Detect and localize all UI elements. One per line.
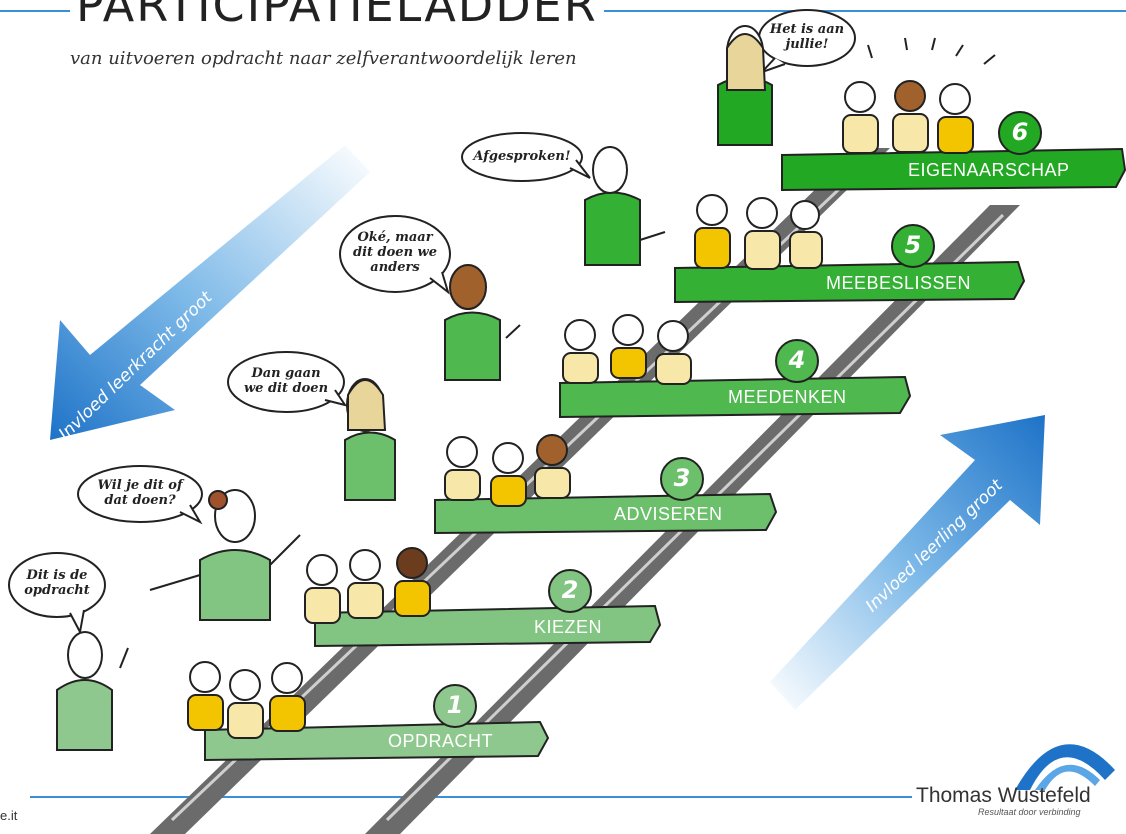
step-5-number-circle — [891, 224, 935, 268]
students-step-4 — [562, 314, 692, 385]
teacher-figure-1 — [56, 631, 129, 751]
brand-tagline: Resultaat door verbinding — [978, 807, 1081, 817]
step-2-number: 2 — [561, 576, 579, 604]
brand-logo-icon — [1015, 744, 1115, 790]
students-step-1 — [187, 661, 306, 739]
students-step-2 — [304, 547, 431, 624]
speech-bubble-4-line-2: dit doen we — [352, 245, 438, 260]
speech-bubble-1-line-2: opdracht — [24, 583, 90, 598]
step-3-ribbon — [434, 492, 778, 535]
step-5-label: MEEBESLISSEN — [826, 273, 972, 293]
corner-watermark: e.it — [0, 808, 18, 823]
teacher-figure-2 — [149, 489, 301, 621]
step-3-number: 3 — [673, 464, 691, 492]
teacher-arrow-shape — [50, 145, 370, 440]
students-step-5 — [694, 194, 823, 270]
speech-bubble-2 — [77, 465, 203, 525]
ladder-step-3 — [434, 457, 778, 535]
step-6-number-circle — [998, 111, 1042, 155]
students-step-6 — [842, 80, 974, 154]
step-1-number-circle — [433, 684, 477, 728]
excitement-lines — [867, 37, 996, 65]
speech-bubble-5-text: Afgesproken! — [466, 149, 578, 164]
step-2-number-circle — [548, 569, 592, 613]
teacher-figure-5 — [584, 146, 666, 266]
speech-bubble-5-line-1: Afgesproken! — [473, 149, 571, 164]
student-influence-arrow — [770, 415, 1045, 710]
ladder-step-6 — [781, 111, 1126, 192]
speech-bubble-4-text: Oké, maar dit doen we anders — [344, 230, 446, 275]
students-step-3 — [444, 434, 571, 507]
step-1-number: 1 — [446, 691, 464, 719]
speech-bubble-4-line-3: anders — [370, 260, 420, 275]
speech-bubble-6-line-2: jullie! — [785, 37, 829, 52]
speech-bubble-4-line-1: Oké, maar — [357, 230, 433, 245]
teacher-figure-3 — [344, 378, 396, 501]
step-3-number-circle — [660, 457, 704, 501]
teacher-figure-6 — [717, 25, 773, 146]
step-4-number-circle — [775, 339, 819, 383]
step-6-number: 6 — [1011, 118, 1029, 146]
step-6-ribbon — [781, 147, 1126, 192]
step-5-number: 5 — [904, 231, 922, 259]
speech-bubble-2-line-2: dat doen? — [104, 493, 176, 508]
teacher-influence-arrow — [50, 145, 370, 440]
speech-bubble-1-line-1: Dit is de — [26, 568, 88, 583]
step-4-ribbon — [559, 375, 912, 419]
step-2-label: KIEZEN — [534, 617, 603, 637]
brand-name: Thomas Wustefeld — [916, 784, 1091, 807]
speech-bubble-5 — [461, 132, 591, 182]
speech-bubble-1-text: Dit is de opdracht — [12, 568, 102, 598]
diagram-title: PARTICIPATIELADDER — [70, 0, 604, 32]
speech-bubble-4 — [339, 215, 451, 295]
diagram-subtitle: van uitvoeren opdracht naar zelfverantwo… — [70, 48, 577, 69]
step-6-label: EIGENAARSCHAP — [908, 160, 1070, 180]
step-1-label: OPDRACHT — [388, 731, 494, 751]
speech-bubble-1 — [8, 552, 106, 636]
speech-bubble-2-text: Wil je dit of dat doen? — [82, 478, 198, 508]
ladder-step-4 — [559, 339, 912, 419]
step-4-label: MEEDENKEN — [728, 387, 847, 407]
speech-bubble-2-line-1: Wil je dit of — [97, 478, 183, 493]
step-4-number: 4 — [788, 346, 806, 374]
ladder-step-5 — [674, 224, 1026, 304]
student-arrow-shape — [770, 415, 1045, 710]
speech-bubble-6-text: Het is aan jullie! — [762, 22, 852, 52]
speech-bubble-6-line-1: Het is aan — [769, 22, 845, 37]
speech-bubble-3 — [227, 351, 348, 413]
step-3-label: ADVISEREN — [614, 504, 723, 524]
speech-bubble-3-text: Dan gaan we dit doen — [232, 366, 340, 396]
step-5-ribbon — [674, 260, 1026, 304]
speech-bubble-3-line-1: Dan gaan — [251, 366, 321, 381]
teacher-figure-4 — [444, 264, 521, 381]
speech-bubble-3-line-2: we dit doen — [243, 381, 329, 396]
